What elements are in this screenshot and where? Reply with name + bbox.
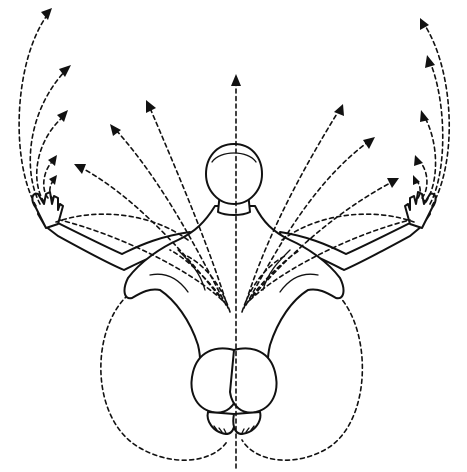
flow-arrow-right-2 — [363, 137, 375, 149]
left-hand-arc-arrow-5 — [49, 175, 57, 185]
right-hand — [405, 192, 436, 228]
flow-arrow-left-3 — [74, 164, 86, 174]
left-hand-arc-2 — [30, 70, 66, 204]
right-hand-arc-arrow-1 — [420, 18, 429, 30]
left-hand-arc-arrow-4 — [48, 155, 57, 166]
left-hand-arc-1 — [19, 14, 48, 206]
central-axis-arrowhead — [231, 74, 241, 86]
right-buttock — [230, 348, 276, 412]
flow-arrow-right-3 — [387, 178, 399, 188]
right-hand-arc-1 — [424, 24, 449, 206]
right-hand-arc-arrow-4 — [414, 155, 423, 166]
flow-arrow-right-1 — [334, 104, 344, 116]
right-hand-arc-arrow-3 — [420, 110, 429, 122]
left-hand-arc-arrow-1 — [41, 8, 52, 20]
right-hand-arc-arrow-2 — [425, 55, 435, 68]
left-hand-arc-arrow-3 — [57, 110, 68, 122]
